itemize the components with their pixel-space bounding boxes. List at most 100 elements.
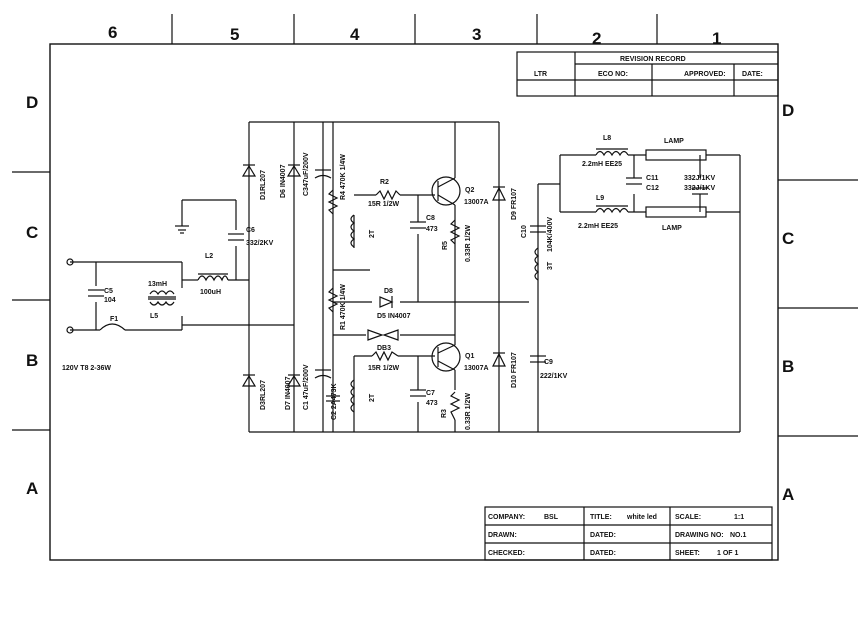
r1-label: R1 470K 1/4W	[340, 284, 347, 330]
zone-col-2: 2	[592, 29, 601, 48]
l9-label: L9	[596, 195, 604, 202]
title-block: COMPANY: BSL TITLE: white led SCALE: 1:1…	[484, 506, 773, 561]
lamp2-label: LAMP	[662, 225, 682, 232]
d9-label: D9 FR107	[511, 188, 518, 220]
drawn-label: DRAWN:	[488, 532, 517, 539]
q1-transistor	[431, 342, 461, 372]
c9-value: 222/1KV	[540, 373, 568, 380]
r4-resistor	[327, 189, 339, 215]
sheet-label: SHEET:	[675, 550, 700, 557]
zone-row-right-c: C	[782, 229, 794, 248]
q2-transistor	[431, 176, 461, 206]
l2-value: 100uH	[200, 289, 221, 296]
revision-record: REVISION RECORD LTR ECO NO: APPROVED: DA…	[516, 51, 779, 97]
c10-label: C10	[521, 225, 528, 238]
r3-label: R3	[441, 409, 448, 418]
t-coil-bottom	[350, 379, 356, 413]
c5-label: C5	[104, 288, 113, 295]
component-labels: 120V T8 2-36W C5 104 F1 13mH L5 L2 100uH…	[62, 135, 715, 430]
d1-label: D1RL207	[260, 170, 267, 200]
l2-label: L2	[205, 253, 213, 260]
r3b-value: 15R 1/2W	[368, 365, 400, 372]
company-label: COMPANY:	[488, 514, 525, 521]
zone-row-left-a: A	[26, 479, 38, 498]
r4-label: R4 470K 1/4W	[340, 154, 347, 200]
title-label: TITLE:	[590, 514, 612, 521]
lamp1-label: LAMP	[664, 138, 684, 145]
zone-col-4: 4	[350, 25, 360, 44]
t2t-label: 2T	[369, 229, 376, 238]
l9-value: 2.2mH EE25	[578, 223, 618, 230]
r1-resistor	[327, 287, 339, 313]
r3-value: 0.33R 1/2W	[465, 393, 472, 430]
l8-label: L8	[603, 135, 611, 142]
sheet-value: 1 OF 1	[717, 550, 739, 557]
c2-label: C2 2A473K	[331, 383, 338, 420]
c5-value: 104	[104, 297, 116, 304]
c8-value: 473	[426, 226, 438, 233]
d3-diode	[241, 374, 257, 387]
revision-ltr: LTR	[534, 71, 547, 78]
l5-ind-label: 13mH	[148, 281, 167, 288]
r2-label: R2	[380, 179, 389, 186]
zone-col-1: 1	[712, 29, 721, 48]
zone-row-left-d: D	[26, 93, 38, 112]
l5-inductor-top	[149, 290, 175, 296]
revision-eco: ECO NO:	[598, 71, 628, 78]
c6-value: 332/2KV	[246, 240, 274, 247]
checked-label: CHECKED:	[488, 550, 525, 557]
lamp-2	[645, 206, 707, 218]
input-terminal-bottom	[66, 326, 74, 334]
t3t-label: 3T	[547, 261, 554, 270]
input-terminal-top	[66, 258, 74, 266]
d6-label: D6 IN4007	[280, 164, 287, 198]
scale-value: 1:1	[734, 514, 744, 521]
zone-row-left-c: C	[26, 223, 38, 242]
d1-diode	[241, 164, 257, 177]
title-value: white led	[626, 514, 657, 521]
dated-label-1: DATED:	[590, 532, 616, 539]
f1-label: F1	[110, 316, 118, 323]
q1-label: Q1	[465, 353, 474, 360]
t-coil-top	[350, 214, 356, 248]
db3-diac	[367, 329, 384, 341]
circuit-wires	[70, 121, 741, 433]
c11-label: C11	[646, 175, 659, 182]
q2-value: 13007A	[464, 199, 489, 206]
c7-value: 473	[426, 400, 438, 407]
zone-col-3: 3	[472, 25, 481, 44]
drawing-frame	[12, 14, 858, 561]
component-symbols	[66, 148, 708, 421]
r3-resistor	[449, 391, 461, 421]
drawing-no-label: DRAWING NO:	[675, 532, 724, 539]
d10-label: D10 FR107	[511, 352, 518, 388]
c12-value: 332J/1KV	[684, 185, 715, 192]
c3-label: C347uF/200V	[303, 152, 310, 196]
c10-value: 104K/400V	[547, 217, 554, 252]
c9-label: C9	[544, 359, 553, 366]
c12-label: C12	[646, 185, 659, 192]
revision-title: REVISION RECORD	[620, 56, 686, 63]
c7-label: C7	[426, 390, 435, 397]
d7-label: D7 IN4007	[285, 376, 292, 410]
q2-label: Q2	[465, 187, 474, 194]
zone-row-right-d: D	[782, 101, 794, 120]
d6-diode	[286, 164, 302, 177]
r5-value: 0.33R 1/2W	[465, 225, 472, 262]
l5-inductor-bottom	[149, 300, 175, 306]
dated-label-2: DATED:	[590, 550, 616, 557]
d7-diode	[286, 374, 302, 387]
t2tb-label: 2T	[369, 393, 376, 402]
zone-row-left-b: B	[26, 351, 38, 370]
db3-label: DB3	[377, 345, 391, 352]
r2-value: 15R 1/2W	[368, 201, 400, 208]
scale-label: SCALE:	[675, 514, 701, 521]
l2-inductor	[197, 275, 229, 282]
revision-date: DATE:	[742, 71, 763, 78]
d10-diode	[492, 352, 506, 367]
r2-resistor	[375, 189, 401, 201]
q1-value: 13007A	[464, 365, 489, 372]
c11-value: 332J/1KV	[684, 175, 715, 182]
r5-label: R5	[442, 241, 449, 250]
